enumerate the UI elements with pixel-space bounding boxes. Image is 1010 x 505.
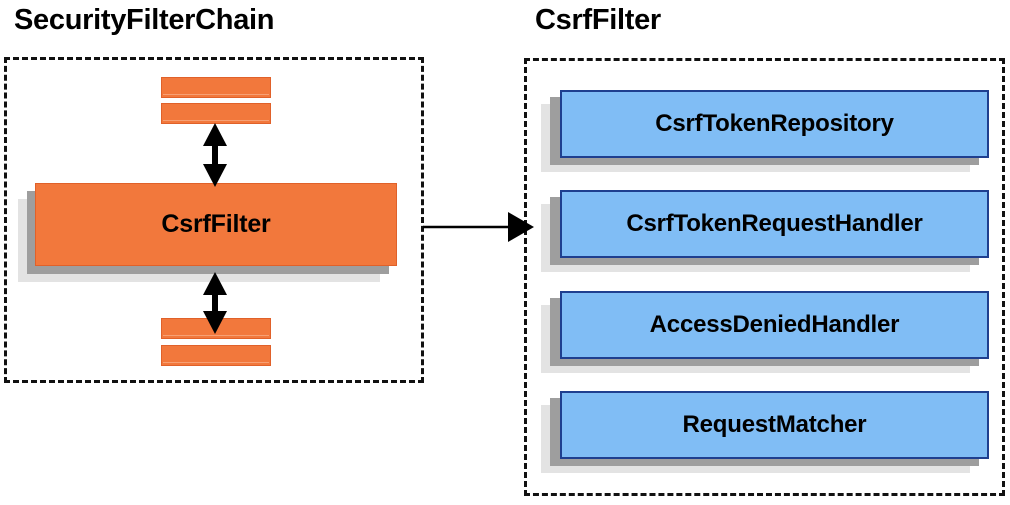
collaborator-box-accessdeniedhandler[interactable]: AccessDeniedHandler	[560, 291, 989, 359]
slab-highlight-rule	[163, 94, 269, 95]
page-title-csrf-filter: CsrfFilter	[535, 4, 661, 36]
collaborator-box-csrftokenrequesthandler[interactable]: CsrfTokenRequestHandler	[560, 190, 989, 258]
filter-slab-below-2	[161, 345, 271, 366]
slab-highlight-rule	[163, 362, 269, 363]
collaborator-box-requestmatcher[interactable]: RequestMatcher	[560, 391, 989, 459]
slab-highlight-rule	[163, 120, 269, 121]
csrffilter-box-label: CsrfFilter	[161, 210, 271, 238]
filter-slab-below-1	[161, 318, 271, 339]
csrffilter-box[interactable]: CsrfFilter	[35, 183, 397, 266]
filter-slab-above-2	[161, 103, 271, 124]
csrffilter-expansion-arrow	[423, 212, 534, 242]
collaborator-label: CsrfTokenRequestHandler	[626, 210, 923, 237]
collaborator-label: AccessDeniedHandler	[649, 311, 900, 338]
collaborator-label: RequestMatcher	[682, 411, 867, 438]
security-filter-chain-panel	[4, 57, 424, 383]
page-title-security-filter-chain: SecurityFilterChain	[14, 4, 275, 36]
slab-highlight-rule	[163, 335, 269, 336]
csrf-filter-detail-panel	[524, 58, 1005, 496]
collaborator-label: CsrfTokenRepository	[655, 110, 894, 137]
collaborator-box-csrftokenrepository[interactable]: CsrfTokenRepository	[560, 90, 989, 158]
filter-slab-above-1	[161, 77, 271, 98]
